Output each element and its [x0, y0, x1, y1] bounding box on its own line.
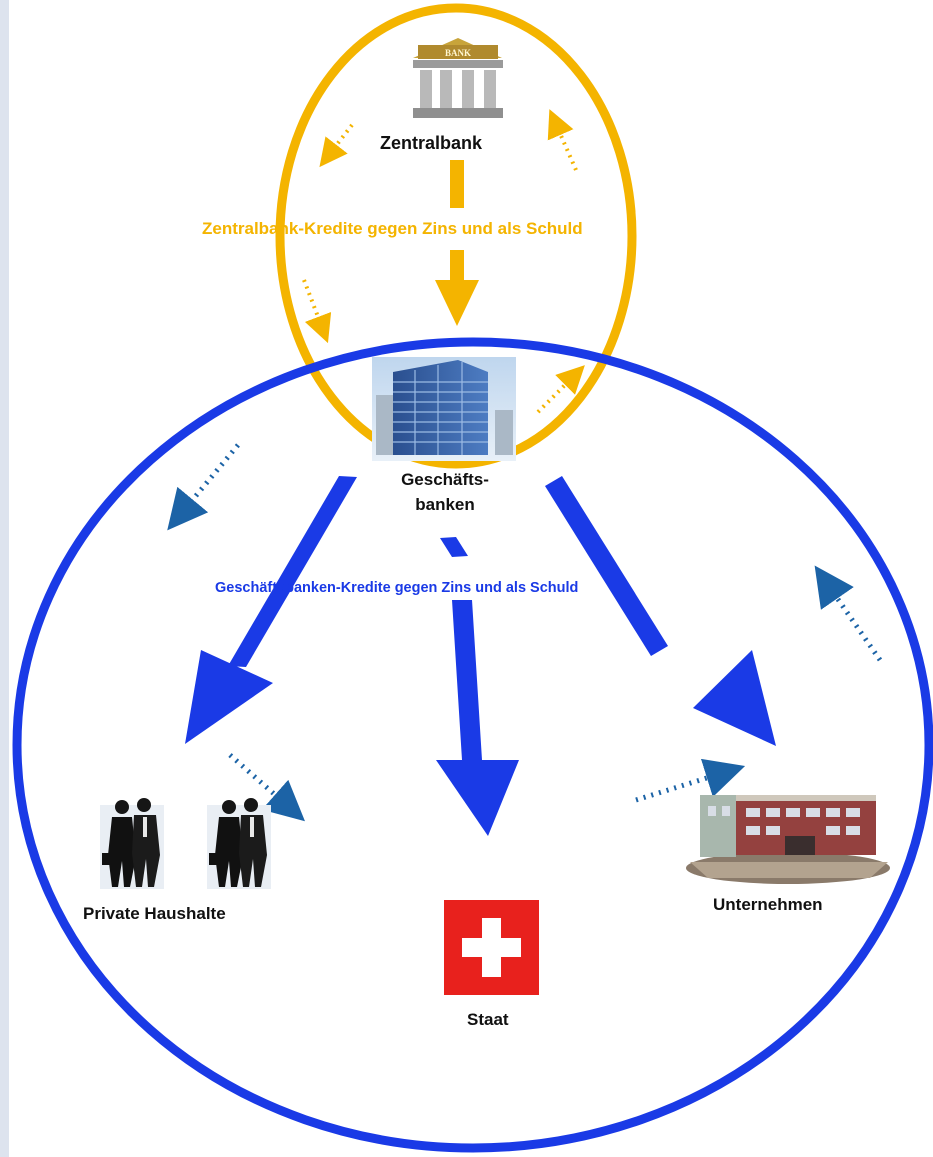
central-loop-flow-arrows [302, 109, 585, 414]
bank-building-icon: BANK [413, 38, 503, 118]
commercial-credit-label: Geschäftsbanken-Kredite gegen Zins und a… [215, 580, 579, 596]
central-bank-loop [275, 3, 637, 469]
company-building-icon [686, 795, 890, 884]
households-label: Private Haushalte [83, 904, 226, 923]
business-people-icon [100, 798, 271, 889]
state-label: Staat [467, 1010, 509, 1029]
credit-arrow-state [436, 537, 519, 836]
commercial-loop-flow-arrows [167, 443, 883, 822]
office-tower-icon [372, 357, 516, 461]
central-bank-label: Zentralbank [380, 133, 483, 153]
central-credit-arrow [435, 160, 479, 326]
commercial-banks-label: Geschäfts- banken [401, 470, 489, 514]
credit-arrow-households [185, 476, 357, 744]
central-credit-label: Zentralbank-Kredite gegen Zins und als S… [202, 219, 583, 238]
svg-text:BANK: BANK [445, 48, 471, 58]
commercial-bank-loop [12, 337, 933, 1153]
swiss-flag-icon [444, 900, 539, 995]
companies-label: Unternehmen [713, 895, 823, 914]
credit-arrow-companies [545, 476, 776, 746]
left-edge-strip [0, 0, 9, 1157]
